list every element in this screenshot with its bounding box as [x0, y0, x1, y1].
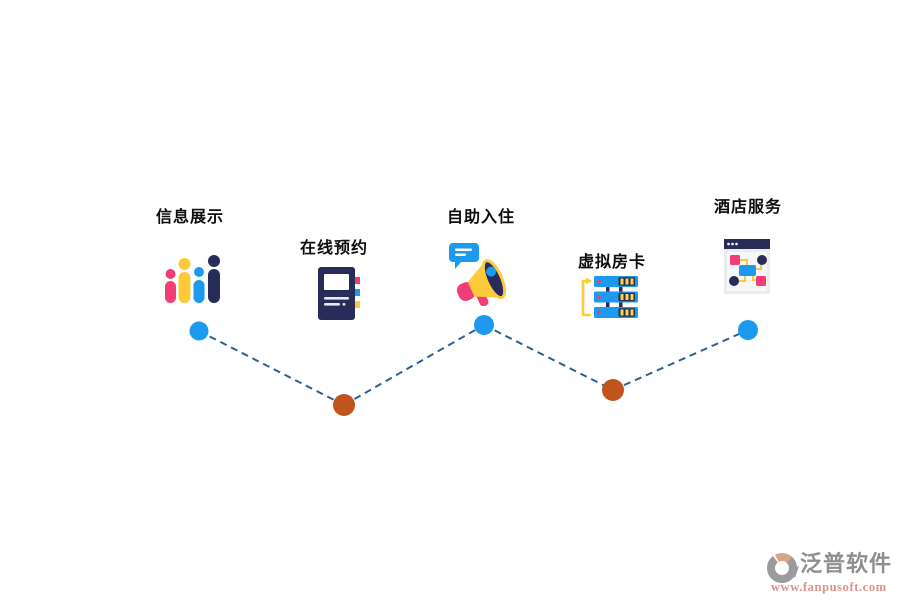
- watermark: 泛普软件 www.fanpusoft.com: [766, 549, 898, 595]
- notebook-icon: [317, 266, 361, 322]
- megaphone-icon: [448, 242, 510, 306]
- megaphone-horn: [456, 259, 507, 306]
- connector-line-2: [343, 324, 485, 406]
- connector-line-3: [483, 324, 614, 391]
- feature-label-virtual-room-card: 虚拟房卡: [577, 254, 647, 271]
- connector-line-4: [612, 329, 749, 391]
- timeline-dashed-lines: [198, 324, 749, 406]
- server-row-1: [594, 276, 638, 287]
- fanpu-logo-icon: [767, 553, 799, 583]
- feature-label-online-booking: 在线预约: [299, 240, 369, 257]
- server-row-2: [594, 291, 638, 303]
- feature-label-info-display: 信息展示: [155, 209, 225, 226]
- feature-label-hotel-service: 酒店服务: [713, 199, 783, 216]
- node-dot-4: [602, 379, 624, 401]
- watermark-brand-text: 泛普软件: [800, 551, 893, 576]
- node-dot-1: [189, 321, 209, 341]
- server-row-3: [594, 307, 638, 318]
- bar-chart-people-icon: [163, 255, 223, 305]
- speech-bubble: [449, 243, 479, 269]
- node-dot-2: [333, 394, 355, 416]
- connector-line-1: [198, 330, 345, 406]
- watermark-url-text: www.fanpusoft.com: [771, 580, 887, 594]
- server-stack-icon: [578, 274, 640, 320]
- node-dot-5: [738, 320, 758, 340]
- browser-flowchart-icon: [723, 238, 771, 295]
- node-dot-3: [474, 315, 494, 335]
- feature-label-self-checkin: 自助入住: [446, 209, 516, 226]
